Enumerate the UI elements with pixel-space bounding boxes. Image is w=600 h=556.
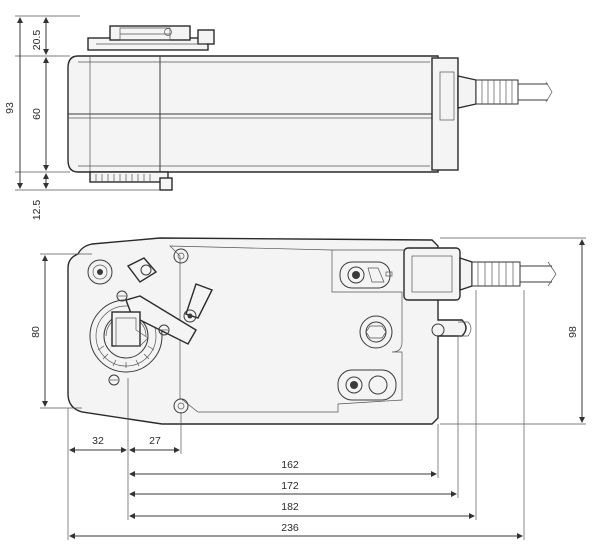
dim-98: 98 <box>567 326 579 338</box>
gear-clamp-assembly <box>87 257 213 386</box>
cable-connector <box>403 247 557 301</box>
top-view-dimensions <box>40 237 586 540</box>
dim-20-5: 20.5 <box>31 30 43 51</box>
actuator-housing-side <box>67 55 553 173</box>
actuator-housing-top <box>67 237 467 425</box>
auxiliary-switch-bottom <box>337 369 397 401</box>
dim-93: 93 <box>4 102 16 114</box>
dim-12-5: 12.5 <box>31 200 43 221</box>
dim-236: 236 <box>281 522 299 534</box>
side-view-dimensions <box>15 15 160 191</box>
dim-80: 80 <box>30 326 42 338</box>
side-view: 93 20.5 60 12.5 <box>4 15 553 221</box>
top-view: 80 98 32 27 162 172 182 236 <box>30 237 586 540</box>
dim-182: 182 <box>281 501 299 513</box>
shaft-clamp-top <box>87 25 215 51</box>
dim-60: 60 <box>31 108 43 120</box>
mounting-hole-top <box>173 248 189 264</box>
dim-162: 162 <box>281 459 299 471</box>
mounting-hole-right <box>431 323 445 337</box>
center-socket <box>359 315 393 349</box>
dim-32: 32 <box>92 435 104 447</box>
dim-172: 172 <box>281 480 299 492</box>
auxiliary-switch-top <box>339 261 393 289</box>
shaft-bottom <box>89 171 173 191</box>
dim-27: 27 <box>149 435 161 447</box>
